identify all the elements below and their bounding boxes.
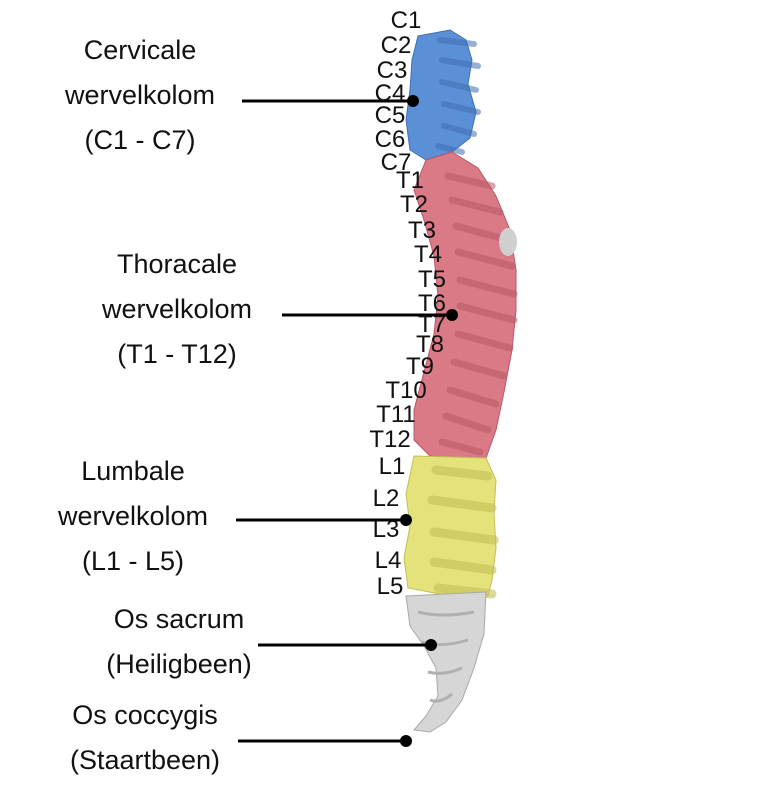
vertebra-label-l4: L4 [375,547,402,574]
coccyx-subtitle: (Staartbeen) [69,745,221,775]
vertebra-label-t12: T12 [369,426,410,453]
region-label-cervical: Cervicale wervelkolom (C1 - C7) [60,28,220,163]
vertebra-label-c1: C1 [391,7,422,34]
region-label-lumbar: Lumbale wervelkolom (L1 - L5) [38,449,228,584]
cervical-subtitle: wervelkolom [64,80,216,110]
cervical-range: (C1 - C7) [84,125,196,155]
thoracic-segment [413,151,518,461]
sacrum-coccyx [405,591,487,733]
vertebra-label-l3: L3 [373,516,400,543]
vertebra-label-t5: T5 [418,266,446,293]
vertebra-label-t8: T8 [416,331,444,358]
thoracic-range: (T1 - T12) [117,339,237,369]
sacrum-title: Os sacrum [113,604,245,634]
lumbar-title: Lumbale [81,456,185,486]
thoracic-title: Thoracale [116,249,238,279]
vertebra-label-t2: T2 [400,191,428,218]
lumbar-subtitle: wervelkolom [57,501,209,531]
lumbar-segment [403,455,499,599]
vertebra-label-c5: C5 [375,102,406,129]
vertebra-label-l5: L5 [377,573,404,600]
sacrum-subtitle: (Heiligbeen) [106,649,252,679]
vertebra-labels: C1C2C3C4C5C6C7T1T2T3T4T5T6T7T8T9T10T11T1… [369,7,446,600]
cervical-segment [405,29,481,161]
coccyx-title: Os coccygis [72,700,218,730]
vertebra-label-c3: C3 [377,57,408,84]
vertebra-label-t6: T6 [418,290,446,317]
vertebra-label-l2: L2 [373,485,400,512]
lumbar-range: (L1 - L5) [81,546,185,576]
region-label-coccyx: Os coccygis (Staartbeen) [50,693,240,783]
region-label-sacrum: Os sacrum (Heiligbeen) [84,597,274,687]
vertebra-label-t7: T7 [418,311,446,338]
region-label-thoracic: Thoracale wervelkolom (T1 - T12) [82,242,272,377]
vertebra-label-t11: T11 [376,401,416,428]
vertebra-label-c6: C6 [375,126,406,153]
vertebra-label-c2: C2 [381,32,412,59]
thoracic-subtitle: wervelkolom [101,294,253,324]
vertebra-label-t1: T1 [396,167,424,194]
cervical-title: Cervicale [83,35,197,65]
vertebra-label-l1: L1 [379,453,406,480]
leader-lines [236,95,458,747]
vertebra-label-t9: T9 [406,353,434,380]
vertebra-label-t4: T4 [414,241,442,268]
vertebra-label-c4: C4 [375,80,406,107]
vertebra-label-t10: T10 [385,377,426,404]
vertebra-label-c7: C7 [381,149,412,176]
vertebra-label-t3: T3 [408,217,436,244]
